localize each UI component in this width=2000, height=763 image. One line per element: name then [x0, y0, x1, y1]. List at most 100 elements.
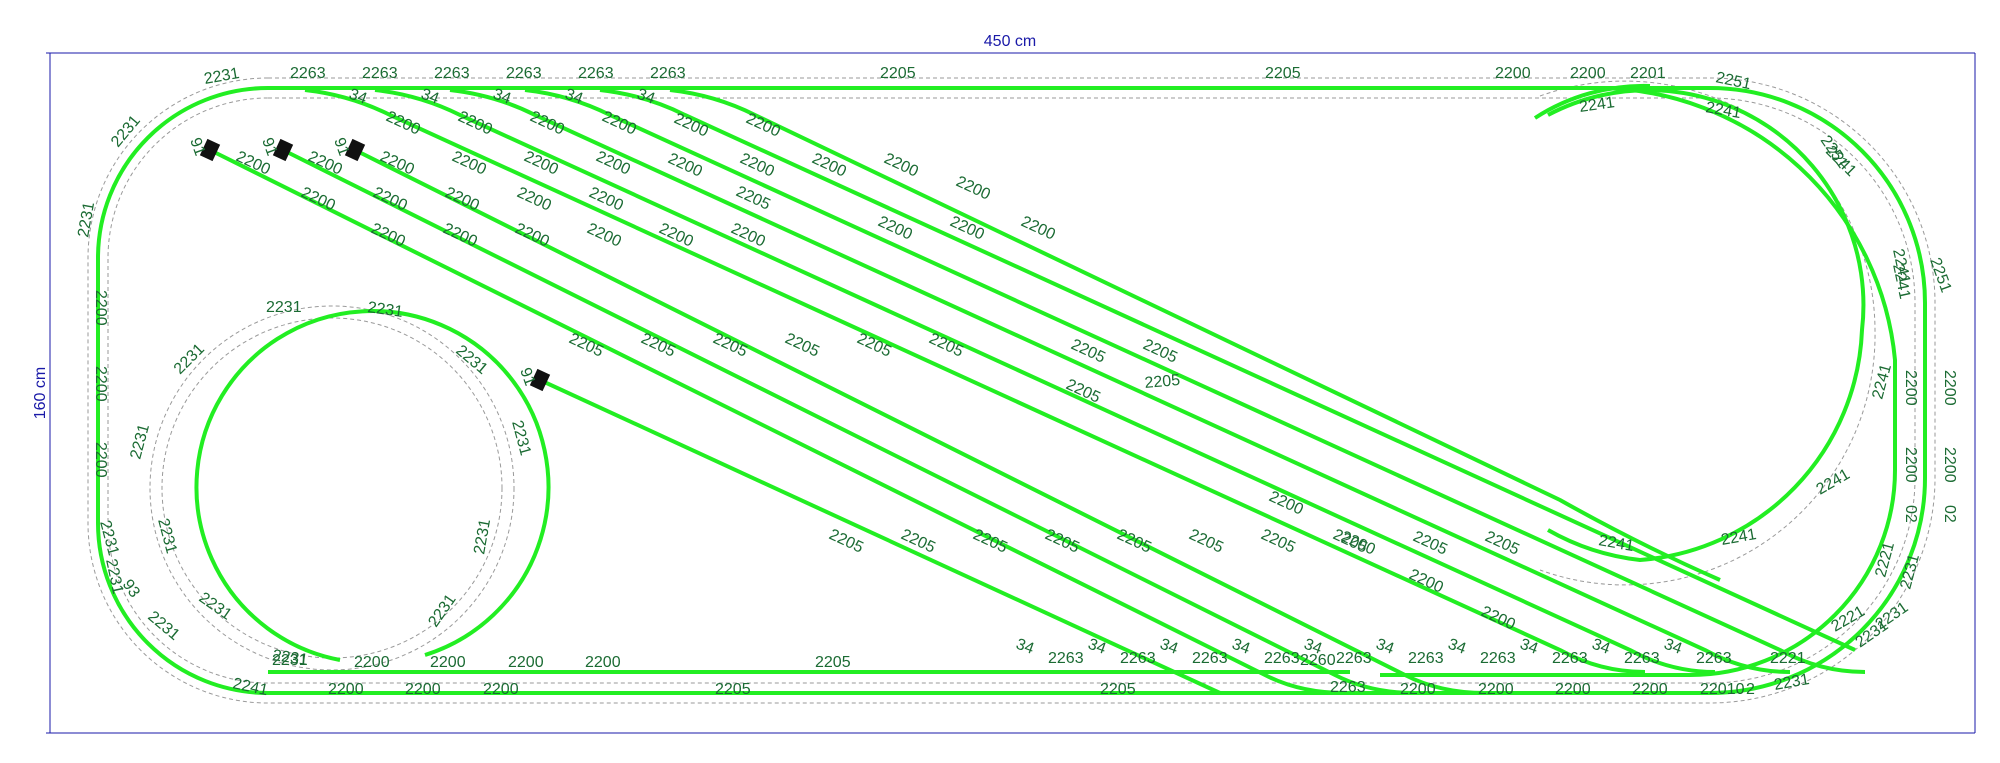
track-label: 2200 [1400, 681, 1436, 698]
track-label: 2263 [1480, 650, 1516, 667]
track-label: 2263 [1264, 650, 1300, 667]
track-label: 2200 [671, 110, 711, 140]
track-label: 2200 [328, 681, 364, 698]
track-label: 2200 [585, 654, 621, 671]
track-label: 34 [1374, 636, 1397, 658]
track-label: 34 [1230, 636, 1253, 658]
track-label: 2231 [1773, 671, 1811, 694]
track-label: 02 [1941, 505, 1958, 523]
bottom-34-labels: 34 34 34 34 34 34 34 34 34 34 [1014, 636, 1685, 658]
track-label: 2263 [1120, 650, 1156, 667]
track-label: 34 [1518, 636, 1541, 658]
track-label: 2200 [743, 110, 783, 140]
track-label: 34 [563, 86, 586, 108]
track-label: 2200 [1478, 603, 1518, 633]
bottom-lower-labels: 2200 2200 2200 2205 2205 2263 2200 2200 … [328, 617, 1892, 698]
track-label: 34 [1014, 636, 1037, 658]
track-label: 34 [1590, 636, 1613, 658]
top-row-labels: 2231 2263 2263 2263 2263 2263 2263 2205 … [203, 65, 1753, 93]
track-label: 2200 [1902, 447, 1919, 483]
track-label: 2263 [1696, 650, 1732, 667]
track-label: 2205 [1144, 372, 1181, 392]
track-label: 34 [1086, 636, 1109, 658]
right-loop-labels: 2241 2241 2241 2241 2241 2241 2241 2251 … [1597, 143, 1958, 633]
track-label: 02 [1902, 505, 1919, 523]
track-label: 2263 [578, 65, 614, 82]
diagonal-sidings [209, 88, 1866, 695]
track-label: 2205 [1482, 528, 1522, 558]
track-label: 2205 [1265, 65, 1301, 82]
track-label: 2200 [584, 220, 624, 250]
track-label: 2205 [815, 654, 851, 671]
inner-loop-track [194, 309, 551, 662]
track-label: 2263 [1552, 650, 1588, 667]
siding-end-labels: 91 91 91 91 [186, 136, 538, 389]
track-label: 2200 [527, 108, 567, 138]
track-label: 2200 [442, 184, 482, 214]
track-label: 2200 [92, 442, 109, 478]
track-label: 2231 [171, 341, 208, 378]
track-label: 2200 [508, 654, 544, 671]
track-label: 2231 [266, 299, 302, 316]
track-label: 2205 [880, 65, 916, 82]
track-label: 2231 [271, 647, 309, 669]
track-label: 2231 [102, 557, 126, 595]
outer-loop-track [96, 86, 1927, 695]
top-sub-labels: 34 34 34 34 34 2241 2241 2251 [347, 86, 1851, 172]
height-dimension-label: 160 cm [32, 367, 49, 419]
track-label: 2205 [715, 681, 751, 698]
second-right-loop [1380, 86, 1897, 677]
track-label: 2205 [826, 526, 866, 556]
track-label: 2231 [203, 65, 241, 88]
track-label: 2231 [425, 591, 459, 630]
track-label: 2221 [1872, 540, 1898, 579]
track-label: 2200 [455, 108, 495, 138]
track-label: 2200 [1555, 681, 1591, 698]
buffer-stop-icon [529, 368, 551, 392]
track-label: 91 [330, 136, 352, 159]
track-label: 2241 [1578, 94, 1616, 116]
track-label: 2200 [383, 108, 423, 138]
track-label: 2263 [1336, 650, 1372, 667]
track-label: 2263 [1408, 650, 1444, 667]
track-label: 91 [516, 366, 538, 389]
track-label: 34 [491, 86, 514, 108]
track-label: 2231 [154, 517, 180, 556]
track-label: 22010 [1700, 681, 1745, 698]
right-hook-spur [1533, 83, 1651, 120]
track-label: 2263 [290, 65, 326, 82]
track-guides [87, 77, 1936, 704]
track-label: 2231 [75, 201, 98, 239]
track-label: 2 [1746, 681, 1755, 698]
track-label: 2200 [370, 184, 410, 214]
track-label: 91 [258, 136, 280, 159]
track-label: 91 [186, 136, 208, 159]
track-label: 2200 [92, 290, 109, 326]
track-label: 2241 [1822, 143, 1859, 180]
track-label: 2241 [1869, 362, 1895, 401]
track-label: 2201 [1630, 65, 1666, 82]
track-label: 2200 [1570, 65, 1606, 82]
track-label: 2241 [1704, 99, 1742, 122]
track-label: 2205 [566, 330, 606, 360]
track-label: 2205 [1186, 526, 1226, 556]
track-label: 2200 [405, 681, 441, 698]
track-label: 34 [1302, 636, 1325, 658]
track-label: 2200 [599, 108, 639, 138]
track-label: 2205 [1114, 526, 1154, 556]
bottom-upper-labels: 2231 2200 2200 2200 2200 2205 [272, 652, 851, 671]
track-label: 2251 [1926, 256, 1954, 295]
track-label: 2263 [1192, 650, 1228, 667]
track-label: 2231 [1873, 599, 1912, 633]
inner-loop-labels: 2231 2231 2231 2231 2231 2231 2231 2231 … [102, 299, 534, 669]
track-label: 2260 [1300, 652, 1336, 669]
track-label: 2200 [440, 220, 480, 250]
track-label: 2231 [508, 419, 534, 458]
track-label: 2263 [1624, 650, 1660, 667]
buffer-stop-icon [199, 138, 221, 162]
track-label: 2263 [650, 65, 686, 82]
track-label: 34 [1158, 636, 1181, 658]
track-label: 2205 [926, 330, 966, 360]
buffer-stops [199, 138, 551, 392]
